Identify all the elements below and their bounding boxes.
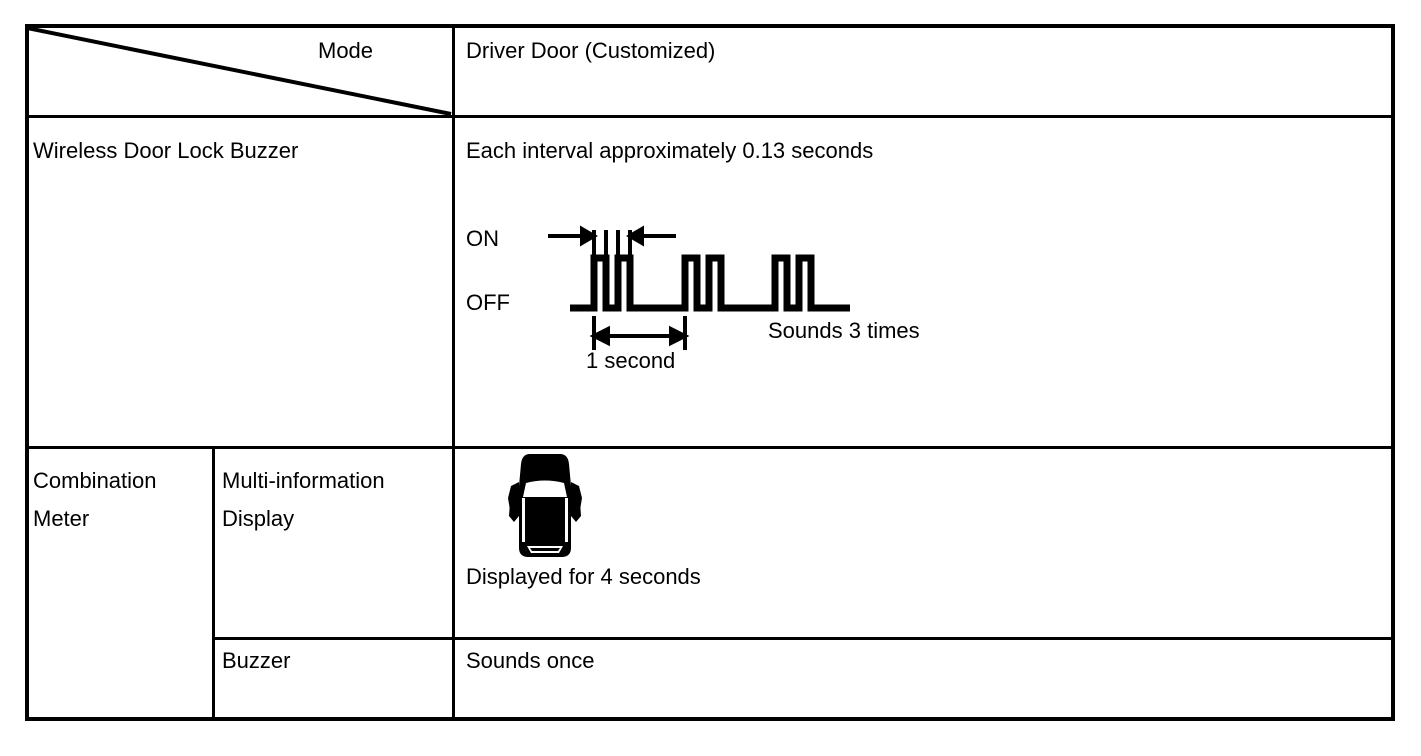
combination-meter-line1: Combination: [33, 468, 157, 493]
waveform-axis-label-on: ON: [466, 226, 499, 251]
table-row-rule-2: [25, 446, 1395, 449]
multi-information-line2: Display: [222, 505, 295, 531]
header-mode-value: Driver Door (Customized): [466, 38, 716, 63]
buzzer-timing-waveform-diagram: [540, 218, 920, 378]
multi-information-line1: Multi-information: [222, 468, 385, 493]
row-sublabel-buzzer: Buzzer: [222, 648, 291, 673]
waveform-duration-label: 1 second: [586, 348, 676, 373]
display-duration-text: Displayed for 4 seconds: [466, 564, 701, 589]
table-vertical-rule-sub: [212, 446, 215, 721]
combination-meter-line2: Meter: [33, 505, 90, 531]
buzzer-behavior-text: Sounds once: [466, 648, 595, 673]
table-vertical-rule-main: [452, 24, 455, 721]
table-row-rule-1: [25, 115, 1395, 118]
table-outer-border: [25, 24, 1395, 721]
row-label-wireless-door-lock-buzzer: Wireless Door Lock Buzzer: [33, 138, 299, 163]
waveform-repeat-label: Sounds 3 times: [768, 318, 920, 343]
car-top-view-doors-open-icon: [506, 452, 584, 560]
waveform-axis-label-off: OFF: [466, 290, 510, 315]
header-corner-label: Mode: [318, 38, 374, 63]
table-row-rule-3: [212, 637, 1395, 640]
interval-note: Each interval approximately 0.13 seconds: [466, 138, 874, 163]
header-corner-diagonal-icon: [27, 26, 452, 116]
